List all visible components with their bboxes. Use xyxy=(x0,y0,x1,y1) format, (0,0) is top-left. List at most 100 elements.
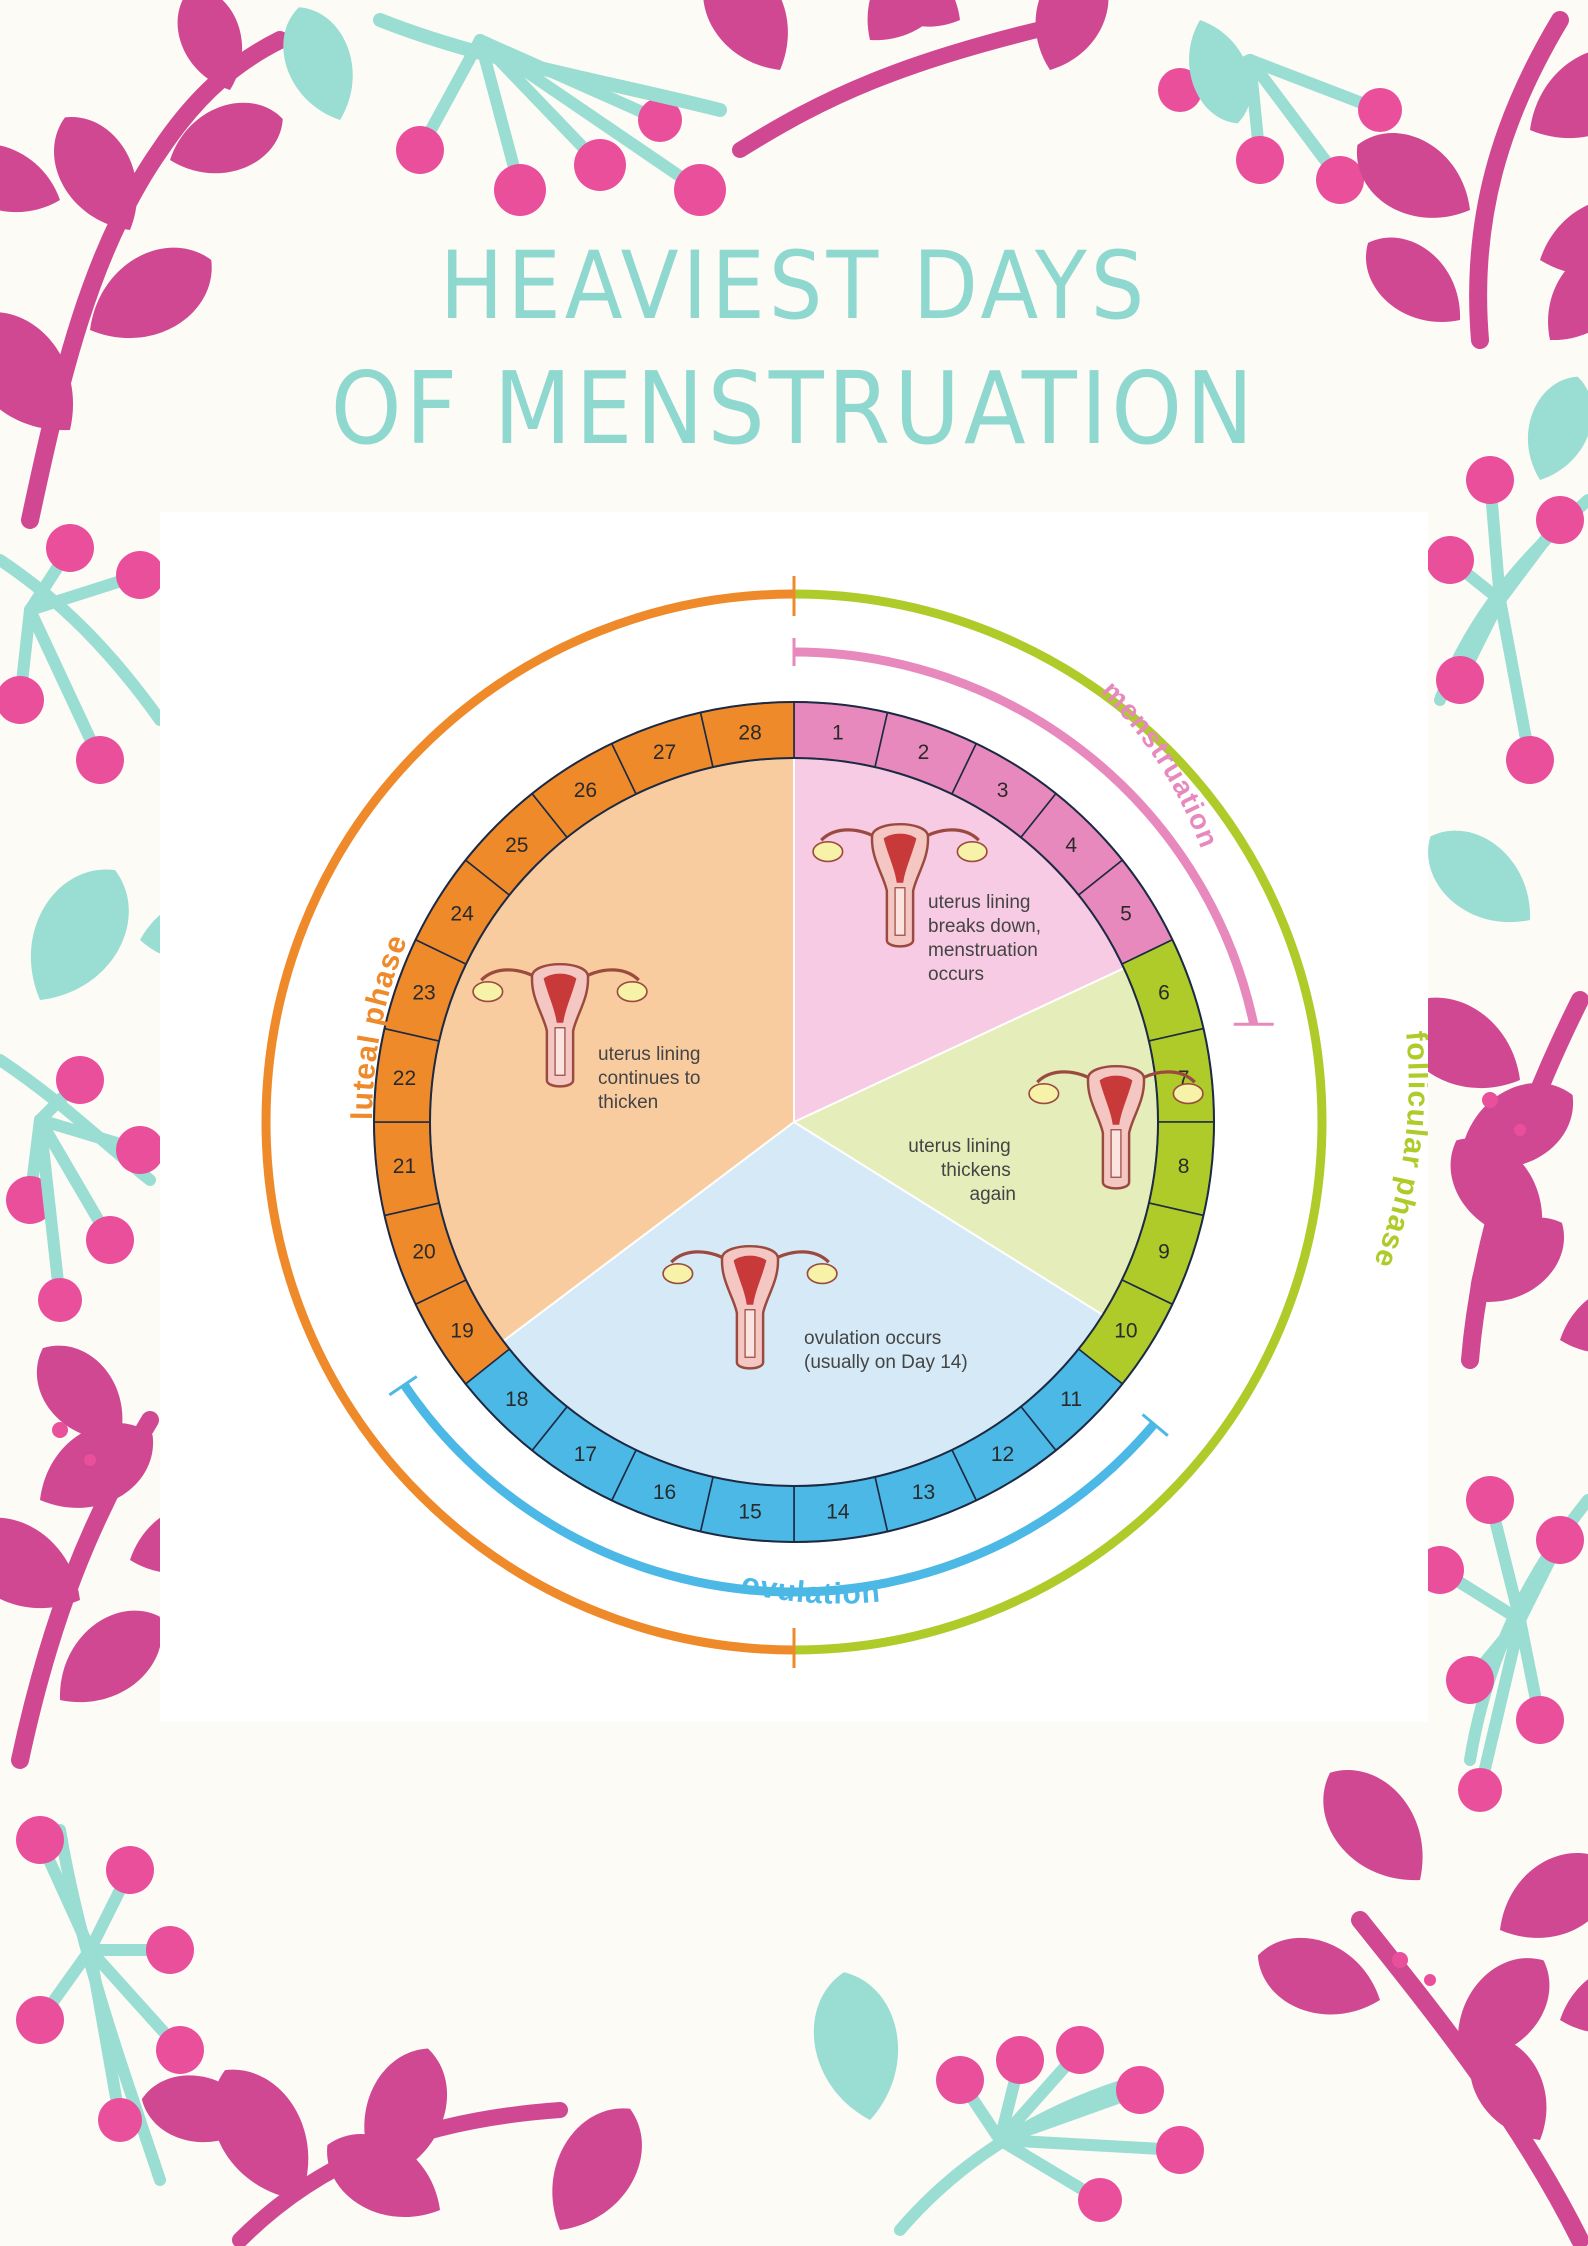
sector-divider xyxy=(502,1121,795,1342)
sector-divider xyxy=(793,967,1125,1123)
berry xyxy=(1316,156,1364,204)
leaf xyxy=(1457,1958,1550,2061)
day-label: 9 xyxy=(1158,1240,1170,1263)
uterus-icon xyxy=(662,1245,838,1370)
berry xyxy=(16,1816,64,1864)
leaf xyxy=(1035,0,1109,70)
berry xyxy=(1516,1696,1564,1744)
day-label: 1 xyxy=(832,721,844,744)
follicular-note: uterus lining thickens again xyxy=(908,1136,1016,1205)
berry xyxy=(1416,1546,1464,1594)
stem xyxy=(24,604,106,766)
stem xyxy=(1469,11,1569,349)
day-label: 20 xyxy=(412,1240,435,1263)
day-label: 19 xyxy=(450,1320,473,1343)
berry xyxy=(1458,1768,1502,1812)
berry xyxy=(56,1056,104,1104)
leaf xyxy=(1428,830,1531,923)
leaf xyxy=(170,102,283,174)
berry xyxy=(396,126,444,174)
berry xyxy=(16,1996,64,2044)
leaf xyxy=(177,0,243,90)
leaf xyxy=(1366,237,1461,322)
day-label: 16 xyxy=(653,1481,676,1504)
berry xyxy=(574,139,626,191)
day-label: 2 xyxy=(918,741,930,764)
leaf xyxy=(54,117,138,230)
berry xyxy=(936,2056,984,2104)
ovulation-sector xyxy=(503,1122,1103,1486)
leaf xyxy=(0,1517,80,1609)
berry xyxy=(1466,1476,1514,1524)
uterus-illustrations xyxy=(472,823,1204,1370)
day-label: 15 xyxy=(738,1501,761,1524)
berry xyxy=(1446,1656,1494,1704)
berry xyxy=(86,1216,134,1264)
berry xyxy=(106,1846,154,1894)
stem xyxy=(994,2134,1186,2156)
luteal-sector xyxy=(430,758,794,1342)
dot xyxy=(1424,1974,1436,1986)
day-ring-inner xyxy=(429,757,1159,1487)
day-label: 8 xyxy=(1178,1155,1190,1178)
day-label: 12 xyxy=(991,1443,1014,1466)
uterus-icon xyxy=(1028,1065,1204,1190)
stem xyxy=(0,554,166,726)
stem xyxy=(1244,54,1386,116)
day-label: 11 xyxy=(1060,1388,1082,1411)
berry xyxy=(1156,2126,1204,2174)
leaf xyxy=(40,1423,153,1508)
berry xyxy=(1506,736,1554,784)
leaf xyxy=(703,0,788,70)
day-label: 23 xyxy=(412,982,435,1005)
uterus-icon xyxy=(472,963,648,1088)
sector-divider xyxy=(793,1121,1104,1316)
ovulation-arc-end xyxy=(388,1375,418,1397)
stem xyxy=(1351,1911,1588,2246)
berry xyxy=(494,164,546,216)
title-line-1: HEAVIEST DAYS xyxy=(439,232,1149,341)
leaf xyxy=(0,312,74,431)
leaf xyxy=(1530,47,1588,139)
berry xyxy=(98,2098,142,2142)
dot xyxy=(1514,1124,1526,1136)
berry xyxy=(996,2036,1044,2084)
leaf xyxy=(141,2075,260,2143)
day-ring: 1234567891011121314151617181920212223242… xyxy=(373,701,1215,1543)
luteal-note: uterus lining continues to thicken xyxy=(598,1044,706,1113)
uterus-icon xyxy=(812,823,988,948)
leaf xyxy=(1560,1962,1588,2034)
day-label: 10 xyxy=(1114,1320,1137,1343)
berry xyxy=(1426,536,1474,584)
day-ring-outer xyxy=(373,701,1215,1543)
berry xyxy=(1158,68,1202,112)
stem xyxy=(1244,54,1346,186)
leaf xyxy=(0,143,60,213)
stem xyxy=(373,13,727,117)
berry xyxy=(1358,88,1402,132)
leaf xyxy=(1548,246,1588,341)
dot xyxy=(1482,1092,1498,1108)
leaf xyxy=(813,1972,899,2120)
leaf xyxy=(59,1610,162,1703)
day-label: 24 xyxy=(450,902,474,925)
leaf xyxy=(864,0,960,27)
day-label: 6 xyxy=(1158,982,1170,1005)
berry xyxy=(156,2026,204,2074)
leaf xyxy=(1560,1282,1588,1354)
berry xyxy=(1466,456,1514,504)
phase-rings xyxy=(261,576,1327,1668)
berry xyxy=(38,1278,82,1322)
day-label: 7 xyxy=(1178,1067,1190,1090)
leaf xyxy=(1398,997,1520,1089)
leaf xyxy=(1450,1138,1543,1241)
leaf xyxy=(552,2108,642,2230)
stem xyxy=(34,1114,66,1306)
follicular-sector xyxy=(794,968,1158,1315)
stem xyxy=(994,2084,1146,2146)
leaf xyxy=(1189,20,1252,124)
day-label: 14 xyxy=(826,1501,850,1524)
ovulation-arc xyxy=(400,1382,1158,1597)
